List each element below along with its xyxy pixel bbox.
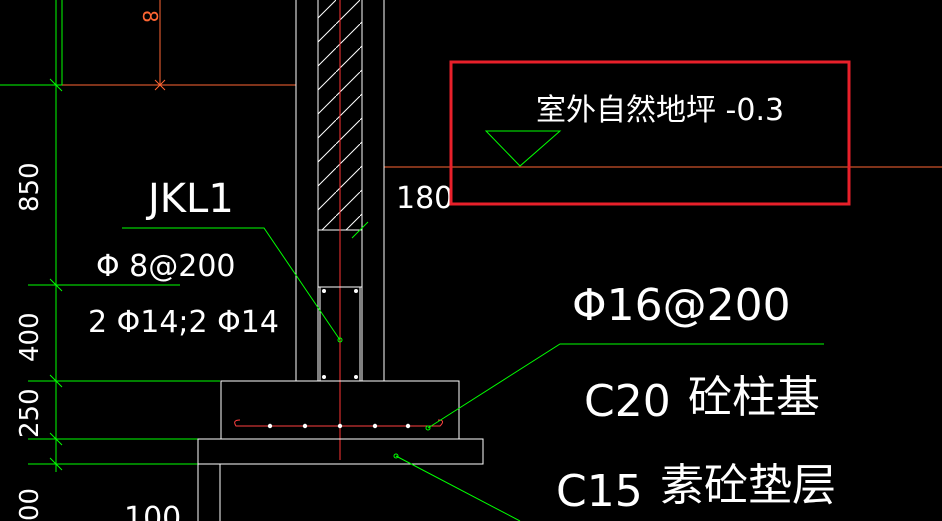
top-dim-tick [154, 79, 166, 91]
footing-bar-1 [267, 423, 273, 429]
footing-leader-dot [425, 425, 431, 431]
dim-tick-3 [49, 432, 63, 446]
beam-bars-text: 2 Φ14;2 Φ14 [88, 305, 279, 340]
beam-bar-4 [354, 375, 358, 379]
footing-bar-4 [372, 423, 378, 429]
dim-bottom-right: 100 [124, 501, 181, 521]
wall-break [351, 221, 369, 239]
beam-bar-1 [322, 289, 326, 293]
dim-850: 850 [15, 162, 45, 212]
beam-leader [122, 227, 341, 341]
footing-rebar-text: Φ16@200 [572, 280, 791, 331]
wall-width-text: 180 [396, 181, 453, 216]
pad-name-text: 素砼垫层 [660, 460, 836, 511]
dim-tick-4 [49, 457, 63, 471]
footing-bar-2 [302, 423, 308, 429]
dim-400: 400 [15, 312, 45, 362]
footing-concrete-text: C20 [584, 376, 671, 427]
footing-bar-3 [337, 423, 343, 429]
top-dim-text: 8 [138, 10, 162, 23]
dim-bottom: 00 [15, 488, 45, 521]
pad-outline [197, 438, 484, 465]
stirrup-text: Φ 8@200 [96, 249, 236, 284]
footing-bar-5 [405, 423, 411, 429]
dim-tick-1 [49, 278, 63, 292]
dim-tick-2 [49, 374, 63, 388]
footing-leader [427, 343, 824, 429]
highlight-box [449, 60, 851, 206]
beam-bar-2 [354, 289, 358, 293]
dim-250: 250 [15, 388, 45, 438]
beam-name-text: JKL1 [145, 176, 234, 222]
beam-leader-dot [337, 337, 343, 343]
beam-bar-3 [322, 375, 326, 379]
ground-level-text: 室外自然地坪 -0.3 [536, 93, 784, 128]
dim-tick-0 [49, 78, 63, 92]
pad-concrete-text: C15 [556, 466, 643, 517]
pad-leader [395, 455, 521, 521]
footing-name-text: 砼柱基 [688, 372, 820, 423]
ground-level-symbol [484, 130, 562, 167]
pad-leader-dot [393, 453, 399, 459]
